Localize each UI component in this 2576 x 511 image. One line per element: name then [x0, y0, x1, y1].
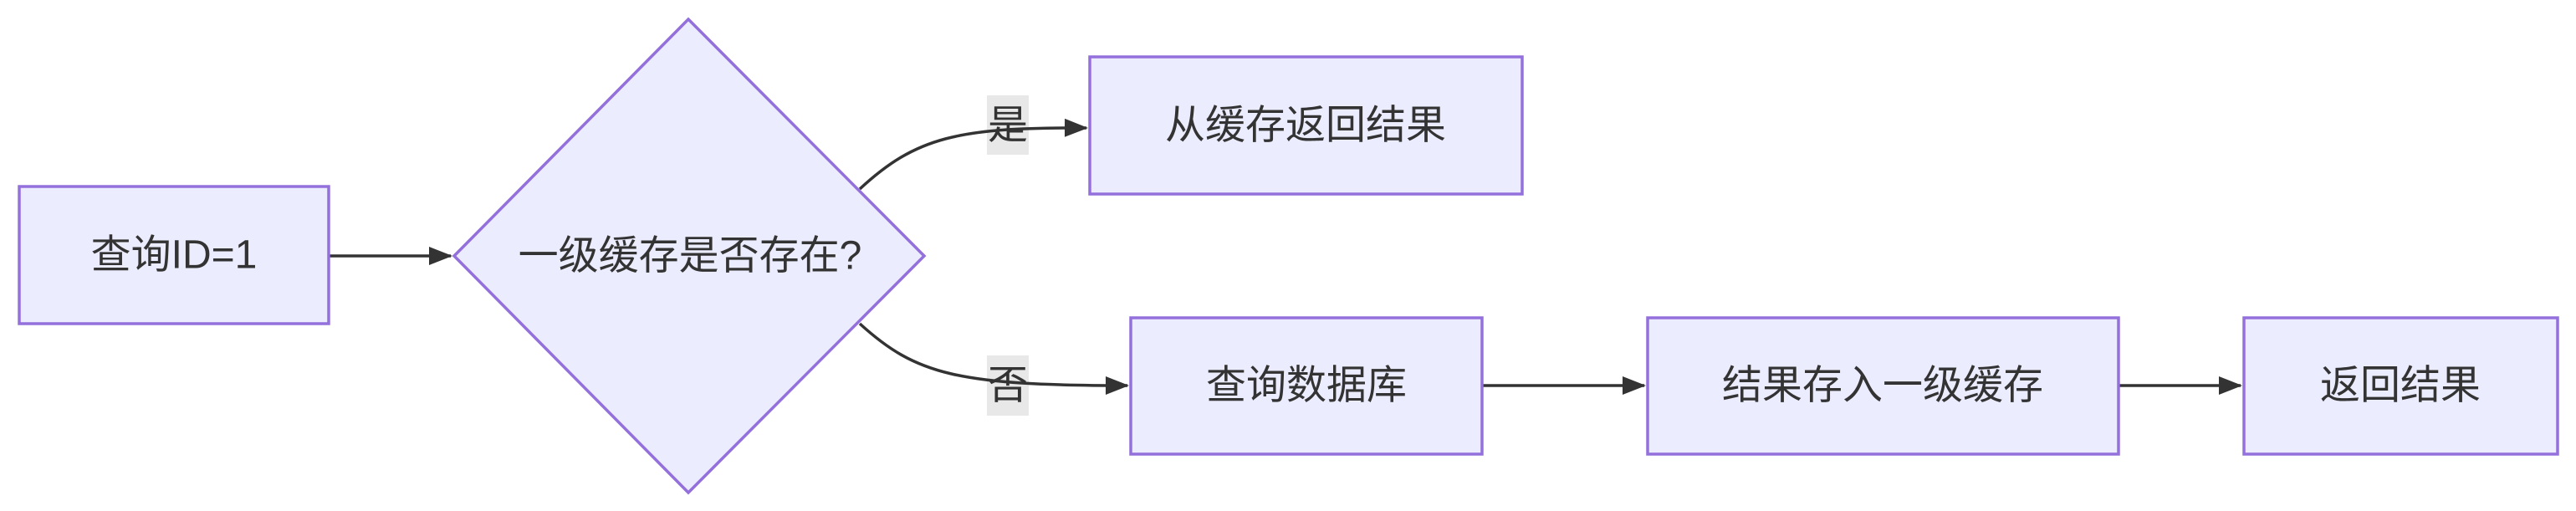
node-start — [18, 185, 330, 325]
node-store-cache-label: 结果存入一级缓存 — [1722, 364, 2043, 408]
edge-decision-to-cache-hit — [858, 118, 1088, 191]
edge-label-no: 否 — [988, 364, 1028, 408]
edge-decision-to-query-db — [858, 322, 1129, 395]
node-decision-label: 一级缓存是否存在? — [519, 234, 862, 278]
node-query-db — [1129, 316, 1484, 456]
node-decision-diamond — [452, 17, 927, 495]
node-return-result — [2242, 316, 2559, 456]
node-cache-hit-label: 从缓存返回结果 — [1165, 104, 1446, 148]
node-store-cache — [1646, 316, 2120, 456]
edge-label-yes-background — [987, 95, 1029, 155]
edge-label-yes: 是 — [988, 104, 1028, 148]
node-start-label: 查询ID=1 — [91, 233, 258, 278]
node-return-result-label: 返回结果 — [2320, 364, 2481, 408]
node-query-db-label: 查询数据库 — [1206, 364, 1407, 408]
node-cache-hit — [1088, 55, 1524, 196]
edge-label-no-background — [987, 355, 1029, 416]
